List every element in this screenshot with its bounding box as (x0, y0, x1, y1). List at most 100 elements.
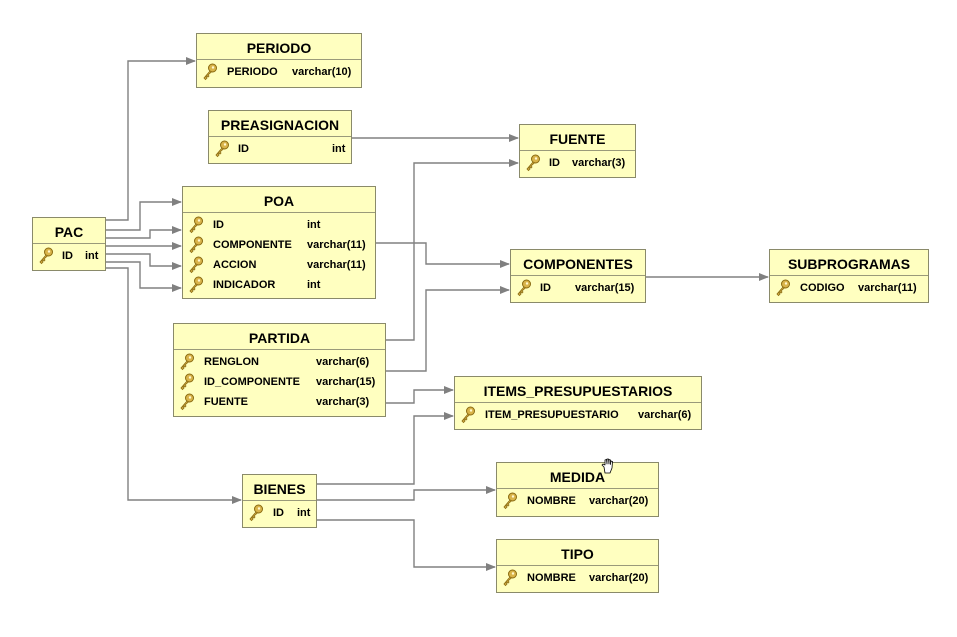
column-type: int (332, 143, 346, 155)
relation-partida-fuente (386, 159, 519, 341)
key-icon (775, 279, 791, 297)
table-preasignacion[interactable]: PREASIGNACION ID int (208, 110, 352, 164)
column-row: ID int (243, 503, 316, 523)
column-name: ID (62, 250, 73, 262)
column-type: varchar(20) (589, 572, 649, 584)
column-row: ID int (183, 215, 375, 235)
column-row: PERIODO varchar(10) (197, 62, 361, 82)
column-row: ID varchar(15) (511, 278, 645, 298)
table-periodo[interactable]: PERIODO PERIODO varchar(10) (196, 33, 362, 88)
column-name: ACCION (213, 259, 257, 271)
key-icon (202, 63, 218, 81)
table-title: MEDIDA (497, 463, 658, 489)
key-icon (188, 256, 204, 274)
column-row: NOMBRE varchar(20) (497, 568, 658, 588)
column-row: ID varchar(3) (520, 153, 635, 173)
column-type: varchar(15) (316, 376, 376, 388)
column-name: ITEM_PRESUPUESTARIO (485, 409, 619, 421)
table-title: COMPONENTES (511, 250, 645, 276)
column-name: CODIGO (800, 282, 845, 294)
column-name: ID (540, 282, 551, 294)
table-title: PARTIDA (174, 324, 385, 350)
table-title: TIPO (497, 540, 658, 566)
table-tipo[interactable]: TIPO NOMBRE varchar(20) (496, 539, 659, 593)
column-type: varchar(6) (316, 356, 370, 368)
table-title: FUENTE (520, 125, 635, 151)
relation-pac-periodo (105, 57, 196, 221)
key-icon (502, 569, 518, 587)
relation-bienes-medida (317, 486, 496, 501)
column-type: varchar(20) (589, 495, 649, 507)
column-row: ACCION varchar(11) (183, 255, 375, 275)
relation-pac-bienes (105, 267, 242, 504)
column-row: ITEM_PRESUPUESTARIO varchar(6) (455, 405, 701, 425)
column-name: RENGLON (204, 356, 259, 368)
column-type: int (307, 279, 321, 291)
relation-partida-componentes (386, 286, 510, 372)
table-items-presupuestarios[interactable]: ITEMS_PRESUPUESTARIOS ITEM_PRESUPUESTARI… (454, 376, 702, 430)
column-name: ID (213, 219, 224, 231)
column-type: varchar(11) (858, 282, 917, 294)
table-bienes[interactable]: BIENES ID int (242, 474, 317, 528)
key-icon (179, 353, 195, 371)
key-icon (188, 236, 204, 254)
column-type: int (297, 507, 311, 519)
column-name: NOMBRE (527, 572, 576, 584)
relation-pac-poa-4 (105, 253, 182, 270)
table-title: PERIODO (197, 34, 361, 60)
table-title: ITEMS_PRESUPUESTARIOS (455, 377, 701, 403)
table-title: BIENES (243, 475, 316, 501)
key-icon (188, 216, 204, 234)
column-type: int (307, 219, 321, 231)
key-icon (188, 276, 204, 294)
column-row: INDICADOR int (183, 275, 375, 295)
hand-cursor-icon (601, 458, 613, 474)
table-title: SUBPROGRAMAS (770, 250, 928, 276)
relation-pac-poa-1 (105, 198, 182, 231)
table-fuente[interactable]: FUENTE ID varchar(3) (519, 124, 636, 178)
column-type: varchar(10) (292, 66, 352, 78)
table-partida[interactable]: PARTIDA RENGLON varchar(6) ID_COMPONENTE… (173, 323, 386, 417)
column-name: NOMBRE (527, 495, 576, 507)
relation-poa-componentes (376, 242, 510, 268)
column-name: ID (238, 143, 249, 155)
column-row: COMPONENTE varchar(11) (183, 235, 375, 255)
column-row: FUENTE varchar(3) (174, 392, 385, 412)
table-poa[interactable]: POA ID int COMPONENTE varchar(11) ACCION… (182, 186, 376, 299)
relation-pac-poa-2 (105, 226, 182, 239)
column-row: ID int (209, 139, 351, 159)
key-icon (248, 504, 264, 522)
column-name: PERIODO (227, 66, 278, 78)
key-icon (38, 247, 54, 265)
key-icon (516, 279, 532, 297)
column-type: int (85, 250, 99, 262)
column-name: ID_COMPONENTE (204, 376, 300, 388)
column-row: RENGLON varchar(6) (174, 352, 385, 372)
column-name: FUENTE (204, 396, 248, 408)
key-icon (460, 406, 476, 424)
table-subprogramas[interactable]: SUBPROGRAMAS CODIGO varchar(11) (769, 249, 929, 303)
column-name: ID (273, 507, 284, 519)
column-type: varchar(11) (307, 239, 366, 251)
table-title: POA (183, 187, 375, 213)
column-row: ID int (33, 246, 105, 266)
column-type: varchar(6) (638, 409, 692, 421)
table-componentes[interactable]: COMPONENTES ID varchar(15) (510, 249, 646, 303)
table-title: PAC (33, 218, 105, 244)
column-type: varchar(15) (575, 282, 635, 294)
column-row: NOMBRE varchar(20) (497, 491, 658, 511)
column-name: INDICADOR (213, 279, 276, 291)
relation-bienes-items (317, 412, 454, 485)
column-name: ID (549, 157, 560, 169)
key-icon (179, 373, 195, 391)
column-type: varchar(3) (316, 396, 370, 408)
key-icon (502, 492, 518, 510)
relation-bienes-tipo (317, 519, 496, 571)
table-pac[interactable]: PAC ID int (32, 217, 106, 271)
table-medida[interactable]: MEDIDA NOMBRE varchar(20) (496, 462, 659, 517)
column-row: ID_COMPONENTE varchar(15) (174, 372, 385, 392)
key-icon (214, 140, 230, 158)
table-title: PREASIGNACION (209, 111, 351, 137)
